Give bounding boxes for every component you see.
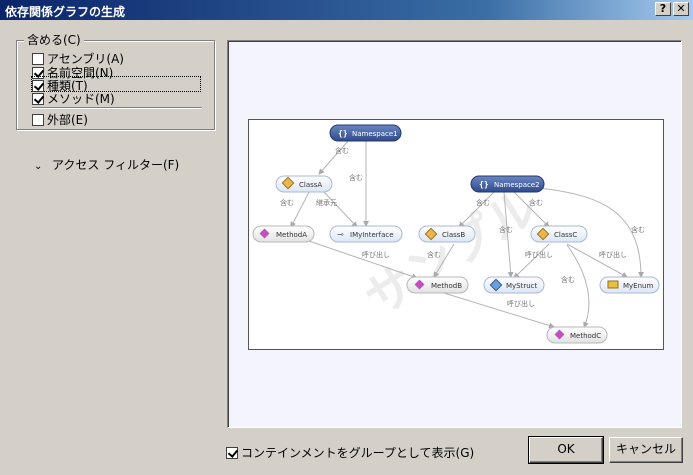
edge-label: 呼び出し (599, 250, 627, 259)
include-groupbox (16, 40, 215, 130)
node-mystruct: MyStruct (483, 276, 545, 294)
checkbox-label: 種類(T) (47, 79, 88, 93)
checkbox-box[interactable] (32, 113, 44, 126)
node-label: ClassA (299, 181, 322, 189)
node-label: ClassB (442, 231, 465, 239)
group-containment-checkbox[interactable]: コンテインメントをグループとして表示(G) (226, 444, 474, 461)
checkbox-box[interactable] (226, 446, 238, 459)
node-label: MethodA (276, 231, 307, 239)
node-label: Namespace1 (352, 130, 398, 138)
include-methods-checkbox[interactable]: メソッド(M) (32, 90, 115, 106)
node-methodb: MethodB (406, 276, 469, 294)
edge-labels: 含む 含む 含む 継承元 呼び出し 含む 含む 含む 含む 含む 呼び出し 呼び… (280, 146, 645, 308)
edge-label: 呼び出し (507, 299, 535, 308)
edge-label: 含む (335, 146, 349, 155)
chevron-down-icon: ⌄ (34, 161, 43, 172)
node-myenum: MyEnum (599, 276, 660, 294)
edge-label: 呼び出し (525, 250, 553, 259)
ok-button[interactable]: OK (528, 436, 604, 464)
namespace-icon: {} (338, 129, 348, 138)
close-button[interactable]: ✕ (673, 2, 689, 16)
edge-label: 呼び出し (362, 250, 390, 259)
node-label: MethodC (570, 332, 601, 340)
class-icon (281, 176, 295, 190)
enum-icon (607, 280, 619, 289)
edge-label: 含む (280, 198, 294, 207)
node-label: IMyInterface (350, 231, 394, 239)
graph-edges (290, 139, 644, 329)
edge-label: 含む (529, 198, 543, 207)
include-assembly-checkbox[interactable]: アセンブリ(A) (32, 50, 124, 66)
node-classc: ClassC (530, 225, 588, 243)
node-imyinterface: ⊸ IMyInterface (329, 225, 403, 243)
title-bar: 依存関係グラフの生成 ? ✕ (0, 0, 693, 20)
access-filter-label: アクセス フィルター(F) (52, 158, 180, 172)
edge-label: 含む (427, 250, 441, 259)
access-filter-expander[interactable]: ⌄ アクセス フィルター(F) (34, 156, 179, 173)
node-methodc: MethodC (546, 326, 608, 344)
checkbox-label: 外部(E) (47, 113, 88, 127)
include-group-legend: 含める(C) (24, 31, 84, 48)
checkbox-box[interactable] (32, 92, 44, 105)
namespace-icon: {} (479, 180, 489, 189)
struct-icon (489, 278, 503, 292)
edge-label: 含む (631, 225, 645, 234)
edge-label: 含む (561, 275, 575, 284)
checkbox-label: 名前空間(N) (47, 66, 114, 80)
node-namespace2: {} Namespace2 (470, 175, 545, 193)
graph-svg: サンプル 含む 含む 含む 継承元 呼び出し 含む 含む 含む (252, 124, 660, 344)
class-icon (424, 227, 438, 241)
edge-label: 含む (349, 173, 363, 182)
node-methoda: MethodA (252, 225, 315, 243)
edge-label: 含む (499, 225, 513, 234)
node-label: ClassC (554, 231, 577, 239)
node-label: MyEnum (623, 282, 653, 290)
checkbox-box[interactable] (32, 79, 44, 92)
node-classb: ClassB (418, 225, 476, 243)
window-title: 依存関係グラフの生成 (5, 5, 126, 19)
cancel-button[interactable]: キャンセル (609, 437, 683, 463)
node-namespace1: {} Namespace1 (329, 124, 402, 142)
interface-icon: ⊸ (337, 230, 344, 239)
node-label: MethodB (431, 282, 462, 290)
edge-label: 含む (476, 198, 490, 207)
include-types-checkbox[interactable]: 種類(T) (31, 76, 201, 93)
checkbox-label: コンテインメントをグループとして表示(G) (241, 446, 475, 460)
include-external-checkbox[interactable]: 外部(E) (32, 111, 88, 127)
node-label: MyStruct (506, 282, 538, 290)
dependency-graph-preview: サンプル 含む 含む 含む 継承元 呼び出し 含む 含む 含む (248, 119, 664, 350)
checkbox-label: メソッド(M) (47, 92, 115, 106)
checkbox-label: アセンブリ(A) (47, 52, 124, 66)
class-icon (536, 227, 550, 241)
node-classa: ClassA (275, 175, 333, 193)
edge-label: 継承元 (316, 198, 337, 207)
include-separator (32, 107, 202, 109)
include-namespace-checkbox[interactable]: 名前空間(N) (32, 64, 114, 80)
help-button[interactable]: ? (655, 2, 671, 16)
method-icon (554, 329, 565, 340)
checkbox-box[interactable] (32, 66, 44, 79)
checkbox-box[interactable] (32, 52, 44, 65)
node-label: Namespace2 (494, 181, 540, 189)
